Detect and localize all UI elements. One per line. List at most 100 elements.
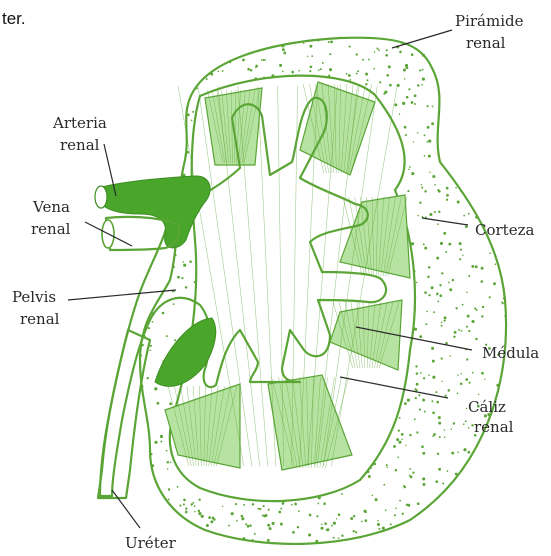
stipple-dot [393, 445, 396, 448]
stipple-dot [474, 307, 476, 309]
stipple-dot [482, 306, 484, 308]
stipple-dot [309, 45, 312, 48]
stipple-dot [185, 508, 187, 510]
stipple-dot [254, 533, 256, 535]
stipple-dot [432, 376, 435, 379]
stipple-dot [461, 373, 462, 374]
stipple-dot [402, 102, 405, 105]
stipple-dot [243, 504, 245, 506]
stipple-dot [187, 114, 190, 117]
stipple-dot [396, 525, 398, 527]
stipple-dot [481, 267, 484, 270]
stipple-dot [416, 431, 418, 433]
pyramid-6 [268, 375, 352, 470]
stipple-dot [405, 134, 407, 136]
label-arteria-line2: renal [60, 136, 100, 154]
stipple-dot [160, 435, 163, 438]
stipple-dot [190, 503, 192, 505]
stipple-dot [465, 378, 468, 381]
stipple-dot [446, 187, 449, 190]
label-piramide-line2: renal [466, 34, 506, 52]
stipple-dot [201, 515, 204, 518]
stipple-dot [466, 358, 468, 360]
stipple-dot [481, 315, 483, 317]
stipple-dot [333, 522, 336, 525]
stipple-dot [378, 528, 380, 530]
stipple-dot [374, 51, 376, 53]
stipple-dot [282, 71, 284, 73]
stipple-dot [141, 344, 143, 346]
stipple-dot [157, 402, 160, 405]
stipple-dot [194, 505, 196, 507]
stipple-dot [252, 539, 254, 541]
stipple-dot [407, 504, 410, 507]
stipple-dot [318, 40, 320, 42]
stipple-dot [415, 365, 417, 367]
stipple-dot [395, 469, 397, 471]
stipple-dot [399, 113, 400, 114]
stipple-dot [398, 429, 400, 431]
stipple-dot [326, 528, 329, 531]
stipple-dot [422, 78, 425, 81]
stipple-dot [318, 69, 320, 71]
stipple-dot [421, 445, 424, 448]
stipple-dot [411, 53, 414, 56]
stipple-dot [440, 242, 443, 245]
stipple-dot [147, 377, 149, 379]
stipple-dot [414, 388, 416, 390]
stipple-dot [386, 464, 388, 466]
stipple-dot [437, 453, 439, 455]
stipple-dot [414, 418, 416, 420]
stipple-dot [424, 155, 426, 157]
stipple-dot [349, 79, 351, 81]
stipple-dot [242, 537, 245, 540]
stipple-dot [167, 461, 170, 464]
stipple-dot [471, 320, 474, 323]
stipple-dot [423, 377, 425, 379]
stipple-dot [426, 141, 428, 143]
stipple-dot [458, 329, 460, 331]
stipple-dot [282, 502, 285, 505]
hilum-fat [155, 318, 216, 386]
stipple-dot [353, 530, 355, 532]
stipple-dot [168, 488, 170, 490]
stipple-dot [213, 518, 215, 520]
stipple-dot [150, 345, 152, 347]
stipple-dot [170, 461, 172, 463]
label-arteria-line1: Arteria [52, 114, 107, 132]
label-medula: Médula [482, 344, 539, 362]
stipple-dot [445, 251, 447, 253]
stipple-dot [404, 402, 407, 405]
stipple-dot [445, 394, 447, 396]
stipple-dot [467, 315, 470, 318]
stipple-dot [463, 423, 465, 425]
stipple-dot [428, 140, 431, 143]
stipple-dot [480, 280, 483, 283]
stipple-dot [329, 75, 331, 77]
stipple-dot [416, 372, 418, 374]
stipple-dot [349, 46, 351, 48]
stipple-dot [468, 213, 470, 215]
stipple-dot [152, 321, 154, 323]
stipple-dot [280, 523, 283, 526]
stipple-dot [297, 526, 299, 528]
stipple-dot [353, 515, 355, 517]
leader-lines [68, 30, 472, 528]
stipple-dot [362, 59, 364, 61]
pyramid-2 [300, 82, 375, 175]
stipple-dot [455, 187, 457, 189]
stipple-dot [444, 320, 446, 322]
stipple-dot [317, 503, 319, 505]
stipple-dot [377, 523, 380, 526]
stipple-dot [455, 473, 458, 476]
stipple-dot [475, 265, 478, 268]
stipple-dot [496, 384, 499, 387]
stipple-dot [166, 335, 168, 337]
stipple-dot [419, 69, 421, 71]
stipple-dot [429, 171, 430, 172]
stipple-dot [292, 531, 295, 534]
stipple-dot [267, 539, 270, 542]
stipple-dot [457, 374, 459, 376]
stipple-dot [357, 70, 359, 72]
stipple-dot [283, 52, 286, 55]
